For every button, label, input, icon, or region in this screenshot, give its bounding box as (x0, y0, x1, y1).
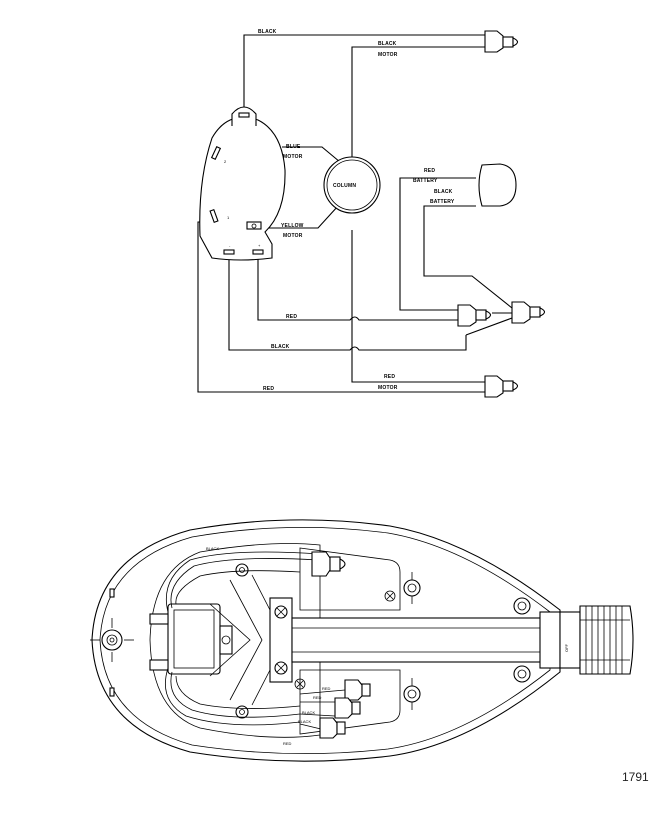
motor-housing-drawing: OFF BLACK RED RED BLACK BLACK RED (90, 519, 634, 762)
label-red-bottom: RED (263, 386, 274, 392)
column-tube: COLUMN (323, 156, 381, 214)
minus-terminal (223, 249, 235, 255)
yellow-motor-wire (268, 205, 339, 229)
housing-label-d: BLACK (298, 719, 311, 724)
label-yellow: YELLOW (281, 223, 304, 229)
label-battery-2: BATTERY (430, 199, 455, 205)
connector-battery (511, 301, 546, 324)
black-motor-wire (351, 46, 485, 210)
branch-wire-lower (465, 317, 513, 336)
label-yellow-motor: MOTOR (283, 233, 303, 239)
shaft-tube (291, 611, 561, 669)
label-red-battery: RED (424, 168, 435, 174)
red-battery-wire (399, 177, 476, 311)
wiring-diagram: 2 1 - + COLUMN (197, 29, 546, 398)
label-black-battery: BLACK (434, 189, 453, 195)
housing-label-e: RED (283, 741, 292, 746)
plus-sign: + (258, 243, 261, 248)
housing-label-b: RED (313, 695, 322, 700)
minus-sign: - (229, 243, 231, 248)
plus-terminal (252, 249, 264, 255)
switch-tab-slot (238, 112, 250, 118)
label-motor-2: MOTOR (378, 385, 398, 391)
column-label: COLUMN (333, 183, 356, 189)
column-inner (326, 159, 378, 211)
blue-motor-wire (282, 146, 341, 163)
housing-connector-top (311, 551, 346, 577)
black-wire-top (243, 34, 485, 111)
switch-position-2: 2 (224, 159, 227, 164)
switch-body (199, 116, 286, 261)
black-battery-wire (423, 205, 513, 309)
housing-connector-c (319, 717, 346, 739)
label-black-low: BLACK (271, 344, 290, 350)
off-label: OFF (564, 643, 569, 652)
label-battery-1: BATTERY (413, 178, 438, 184)
connector-red-mid (457, 304, 492, 327)
plate-upper (299, 547, 401, 611)
column-outer (323, 156, 381, 214)
battery (478, 163, 517, 207)
yellow-terminal (246, 221, 262, 230)
mount-bosses (235, 563, 531, 719)
switch-assembly: 2 1 - + (199, 106, 286, 261)
contact-2 (210, 145, 222, 161)
plate-lower (294, 669, 401, 735)
propeller-hub: OFF (559, 605, 634, 675)
black-wire-low (228, 257, 467, 351)
housing-label-c: BLACK (302, 710, 315, 715)
connector-red-bottom (484, 375, 519, 398)
red-motor-wire (351, 230, 485, 383)
housing-label-black: BLACK (206, 546, 219, 551)
label-black-top: BLACK (258, 29, 277, 35)
label-red-motor: RED (384, 374, 395, 380)
connector-black-top (484, 30, 519, 53)
label-blue-motor: MOTOR (283, 154, 303, 160)
label-blue: BLUE (286, 144, 301, 150)
label-red-mid: RED (286, 314, 297, 320)
terminal-screw (251, 223, 257, 229)
figure-number: 1791 (622, 770, 649, 784)
battery-body (478, 163, 517, 207)
contact-1 (209, 208, 219, 224)
red-wire-mid (257, 257, 458, 321)
nose-mount (90, 588, 134, 697)
housing-connector-b (334, 697, 361, 719)
label-black-motor: BLACK (378, 41, 397, 47)
switch-position-1: 1 (227, 215, 230, 220)
mounting-bracket (269, 597, 293, 683)
housing-label-a: RED (322, 686, 331, 691)
label-motor-1: MOTOR (378, 52, 398, 58)
switch-block (149, 603, 233, 675)
